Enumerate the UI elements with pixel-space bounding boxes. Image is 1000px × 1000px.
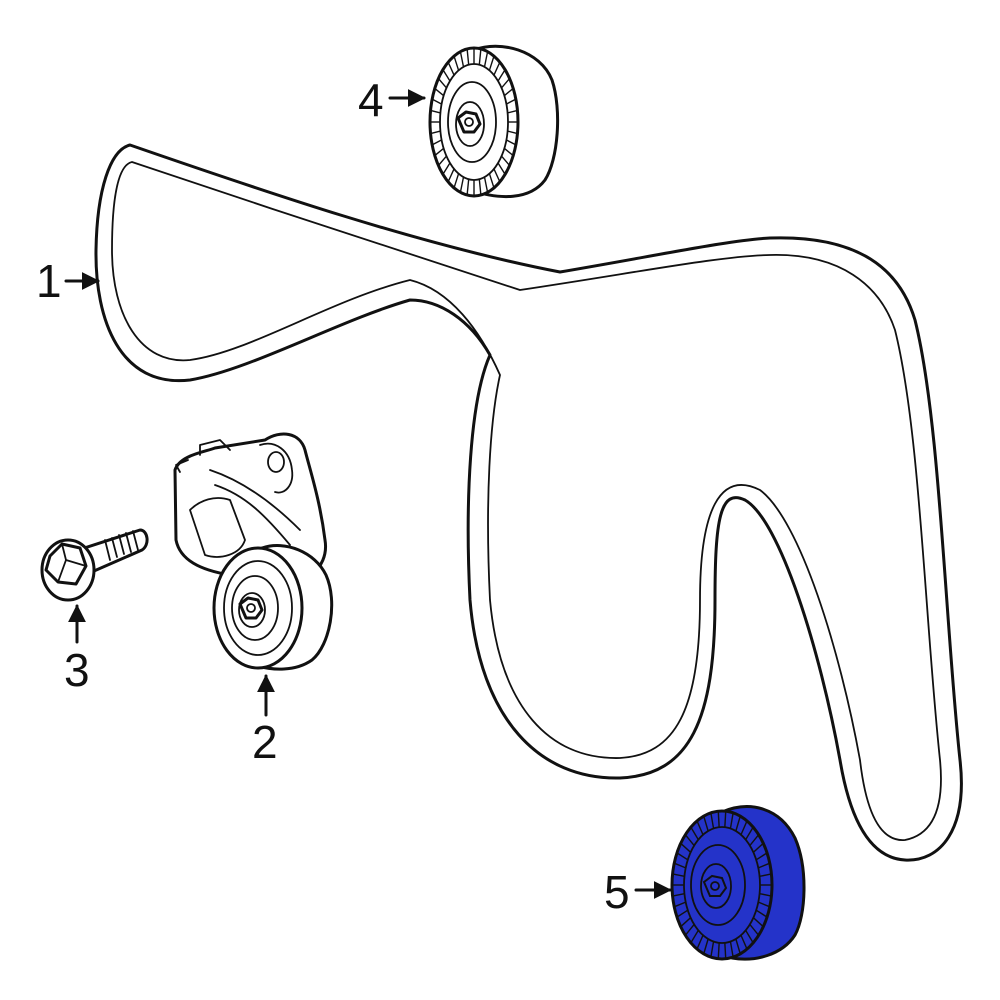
pulley-ridge [500, 155, 511, 166]
pulley-ridge [759, 873, 772, 878]
pulley-ridge [503, 87, 514, 97]
pulley-ridge [488, 55, 495, 71]
pulley-ridge [710, 941, 715, 958]
callout-label: 3 [64, 644, 90, 696]
pulley-ridge [431, 98, 442, 105]
idler-pulley-lower-highlighted [670, 805, 806, 961]
pulley-ridge [735, 938, 741, 955]
pulley-ridge [506, 98, 517, 105]
callout-label: 2 [252, 716, 278, 768]
pulley-ridge [497, 69, 506, 82]
pulley-ridge [453, 173, 460, 189]
callout-1: 1 [36, 255, 100, 307]
pulley-ridge [703, 815, 709, 832]
pulley-ridge [680, 842, 692, 853]
pulley-ridge [672, 873, 685, 878]
pulley-ridge [478, 179, 482, 196]
pulley-ridge [437, 155, 448, 166]
pulley-ridge [442, 162, 451, 175]
pulley-ridge [710, 812, 715, 829]
pulley-ridge [684, 924, 695, 936]
pulley-ridges [430, 48, 518, 196]
pulley-ridge [724, 942, 727, 959]
pulley-ridge [717, 811, 720, 828]
pulley-ridge [466, 179, 470, 196]
pulley-ridge [500, 78, 511, 89]
serpentine-belt [94, 143, 963, 862]
pulley-ridge [735, 815, 741, 832]
callout-label: 1 [36, 255, 62, 307]
pulley-ridge [453, 55, 460, 71]
pulley-ridges [672, 811, 772, 959]
pulley-ridge [507, 130, 518, 135]
callout-label: 5 [604, 866, 630, 918]
pulley-ridge [488, 173, 495, 189]
pulley-ridge [493, 61, 501, 76]
pulley-ridge [745, 929, 754, 944]
mounting-bolt [40, 528, 149, 602]
pulley-ridge [430, 130, 441, 135]
pulley-ridge [755, 852, 768, 861]
pulley-ridge [759, 892, 772, 897]
callout-5: 5 [604, 866, 672, 918]
pulley-ridge [752, 917, 764, 928]
idler-pulley-upper [428, 44, 560, 199]
pulley-ridge [680, 917, 692, 928]
pulley-ridge [673, 862, 686, 869]
pulley-ridge [434, 87, 445, 97]
pulley-ridge [676, 852, 689, 861]
pulley-ridge [690, 826, 699, 841]
pulley-ridge [749, 834, 760, 846]
pulley-ridge [497, 162, 506, 175]
pulley-ridge [729, 812, 734, 829]
pulley-ridge [434, 147, 445, 157]
pulley-ridge [430, 109, 441, 114]
pulley-ridge [696, 820, 704, 836]
pulley-ridge [758, 901, 771, 908]
pulley-ridge [740, 934, 748, 950]
pulley-ridge [466, 48, 470, 65]
callout-label: 4 [358, 74, 384, 126]
pulley-ridge [729, 941, 734, 958]
callout-3: 3 [64, 604, 90, 696]
pulley-ridge [503, 147, 514, 157]
pulley-ridge [684, 834, 695, 846]
pulley-ridge [724, 811, 727, 828]
pulley-ridge [673, 901, 686, 908]
belt-tensioner [173, 432, 334, 671]
pulley-ridge [447, 61, 455, 76]
pulley-ridge [483, 177, 489, 193]
pulley-ridge [493, 168, 501, 183]
pulley-ridge [672, 892, 685, 897]
pulley-ridge [447, 168, 455, 183]
pulley-ridge [717, 942, 720, 959]
callout-2: 2 [252, 674, 278, 768]
pulley-ridge [740, 820, 748, 836]
pulley-ridge [749, 924, 760, 936]
pulley-ridge [483, 51, 489, 67]
pulley-ridge [696, 934, 704, 950]
pulley-ridge [478, 48, 482, 65]
pulley-ridge [437, 78, 448, 89]
pulley-ridge [431, 139, 442, 146]
pulley-ridge [703, 938, 709, 955]
pulley-ridge [745, 826, 754, 841]
pulley-ridge [442, 69, 451, 82]
pulley-ridge [459, 51, 465, 67]
callout-4: 4 [358, 74, 426, 126]
pulley-ridge [752, 842, 764, 853]
pulley-ridge [459, 177, 465, 193]
pulley-ridge [690, 929, 699, 944]
pulley-ridge [755, 909, 768, 918]
pulley-ridge [506, 139, 517, 146]
pulley-ridge [676, 909, 689, 918]
pulley-ridge [507, 109, 518, 114]
pulley-ridge [758, 862, 771, 869]
